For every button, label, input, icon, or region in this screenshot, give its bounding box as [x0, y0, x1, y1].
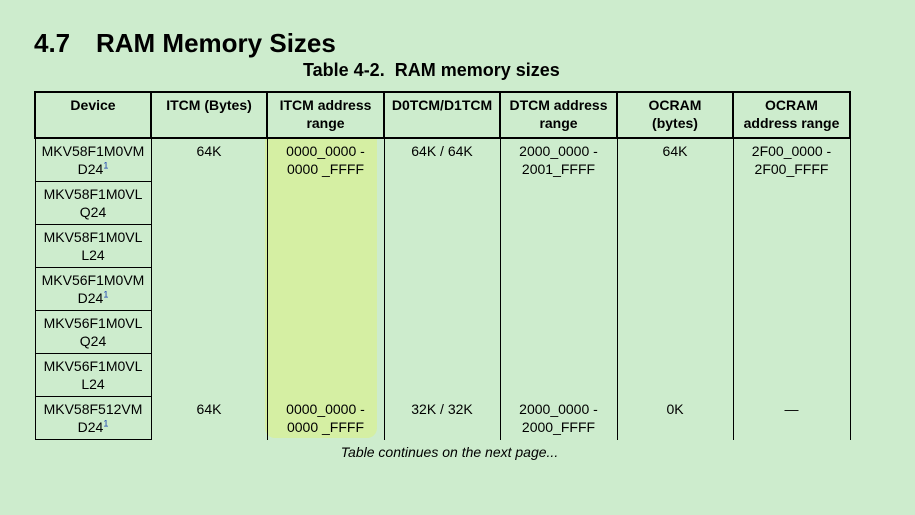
device-name-line2: Q24 [79, 333, 107, 349]
ocram-range-line1: 2F00_0000 - [751, 143, 832, 159]
device-name-line2: D24 [77, 290, 104, 306]
dtcm-range-line1: 2000_0000 - [519, 400, 598, 417]
header-dtcm-sizes-label: D0TCM/D1TCM [391, 97, 493, 113]
device-name-line1: MKV56F1M0VL [43, 315, 143, 331]
header-ocram-range: OCRAM address range [732, 91, 851, 139]
ocram-cell: 0K [616, 396, 734, 440]
device-cell: MKV56F1M0VL L24 [34, 353, 152, 397]
header-ocram-range-line1: OCRAM [765, 97, 818, 113]
itcm-range-cell: 0000_0000 -0000 _FFFF [266, 396, 385, 440]
table-caption-label: Table 4-2. [303, 60, 385, 80]
device-name-line2: L24 [81, 247, 105, 263]
header-ocram: OCRAM (bytes) [616, 91, 734, 139]
ocram-cell: 64K [616, 138, 734, 397]
header-dtcm-range-line1: DTCM address [509, 97, 608, 113]
ocram-range-cell: 2F00_0000 - 2F00_FFFF [732, 138, 851, 397]
header-itcm-bytes: ITCM (Bytes) [150, 91, 268, 139]
itcm-bytes-value: 64K [196, 143, 222, 159]
header-dtcm-range-line2: range [539, 115, 578, 131]
device-cell: MKV58F1M0VL L24 [34, 224, 152, 268]
itcm-range-line1: 0000_0000 - [286, 400, 365, 417]
device-name-line1: MKV58F512VM [43, 401, 143, 417]
device-cell: MKV56F1M0VM D241 [34, 267, 152, 311]
header-device: Device [34, 91, 152, 139]
header-ocram-line2: (bytes) [652, 115, 698, 131]
table-caption-title: RAM memory sizes [394, 60, 560, 80]
itcm-range-line2: 0000 _FFFF [286, 418, 365, 435]
device-name-line1: MKV58F1M0VM [41, 143, 145, 159]
dtcm-range-line2: 2000_FFFF [521, 418, 596, 435]
header-itcm-bytes-label: ITCM (Bytes) [166, 97, 252, 113]
device-cell: MKV58F1M0VM D241 [34, 137, 152, 182]
table-caption: Table 4-2. RAM memory sizes [303, 60, 560, 81]
header-itcm-range: ITCM address range [266, 91, 385, 139]
section-heading: 4.7 RAM Memory Sizes [34, 28, 336, 59]
table-header-row: Device ITCM (Bytes) ITCM address range D0… [34, 91, 851, 139]
device-name-line1: MKV56F1M0VL [43, 358, 143, 374]
footnote-link[interactable]: 1 [103, 289, 109, 300]
device-name-line2: D24 [77, 161, 104, 177]
device-name-line1: MKV56F1M0VM [41, 272, 145, 288]
ocram-range-value: — [784, 400, 799, 417]
itcm-bytes-cell: 64K [150, 396, 268, 440]
dtcm-sizes-cell: 64K / 64K [383, 138, 501, 397]
device-name-line2: L24 [81, 376, 105, 392]
itcm-bytes-cell: 64K [150, 138, 268, 397]
dtcm-sizes-value: 64K / 64K [411, 143, 473, 159]
header-ocram-range-line2: address range [743, 115, 840, 131]
dtcm-range-cell: 2000_0000 -2000_FFFF [499, 396, 618, 440]
ocram-value: 64K [662, 143, 688, 159]
table-row: MKV56F1M0VL L24 [34, 353, 850, 397]
itcm-range-line2: 0000 _FFFF [286, 161, 365, 177]
device-cell: MKV56F1M0VL Q24 [34, 310, 152, 354]
table-row: MKV56F1M0VL Q24 [34, 310, 850, 354]
header-dtcm-sizes: D0TCM/D1TCM [383, 91, 501, 139]
header-ocram-line1: OCRAM [648, 97, 702, 113]
footnote-link[interactable]: 1 [103, 160, 109, 171]
itcm-bytes-value: 64K [196, 400, 222, 417]
header-device-label: Device [70, 97, 116, 113]
ocram-range-line2: 2F00_FFFF [754, 161, 829, 177]
table-row: MKV56F1M0VM D241 [34, 267, 850, 311]
device-name-line1: MKV58F1M0VL [43, 229, 143, 245]
header-itcm-range-line1: ITCM address [279, 97, 372, 113]
itcm-range-line1: 0000_0000 - [286, 143, 365, 159]
device-name-line2: Q24 [79, 204, 107, 220]
table-row: MKV58F1M0VL Q24 [34, 181, 850, 225]
dtcm-range-line2: 2001_FFFF [521, 161, 596, 177]
ram-memory-sizes-table: Device ITCM (Bytes) ITCM address range D0… [34, 91, 851, 440]
footnote-link[interactable]: 1 [103, 418, 109, 429]
device-name-line2: D24 [77, 419, 104, 435]
header-itcm-range-line2: range [306, 115, 345, 131]
dtcm-sizes-cell: 32K / 32K [383, 396, 501, 440]
section-title: RAM Memory Sizes [96, 28, 336, 58]
dtcm-sizes-value: 32K / 32K [411, 400, 473, 417]
table-row: MKV58F1M0VL L24 [34, 224, 850, 268]
ocram-range-cell: — [732, 396, 851, 440]
device-cell: MKV58F512VM D241 [34, 396, 152, 440]
dtcm-range-cell: 2000_0000 - 2001_FFFF [499, 138, 618, 397]
device-cell: MKV58F1M0VL Q24 [34, 181, 152, 225]
table-row: MKV58F512VM D241 64K 0000_0000 -0000 _FFF… [34, 396, 851, 440]
device-name-line1: MKV58F1M0VL [43, 186, 143, 202]
itcm-range-cell: 0000_0000 - 0000 _FFFF [266, 138, 385, 397]
table-continues-note: Table continues on the next page... [340, 444, 559, 460]
dtcm-range-line1: 2000_0000 - [519, 143, 598, 159]
header-dtcm-range: DTCM address range [499, 91, 618, 139]
section-number: 4.7 [34, 28, 71, 58]
ocram-value: 0K [666, 400, 684, 417]
